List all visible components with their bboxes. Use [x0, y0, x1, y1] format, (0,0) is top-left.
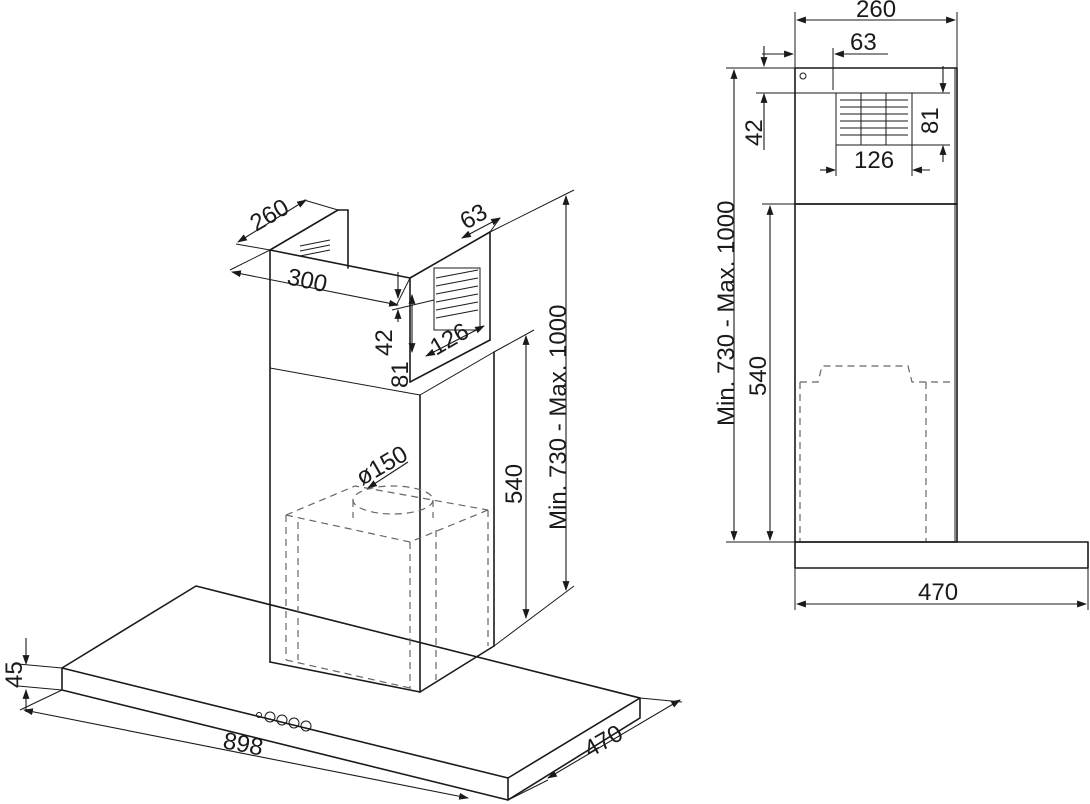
vent-slots-front	[433, 267, 481, 331]
iso-label-470: 470	[580, 720, 628, 763]
iso-label-diameter: ø150	[352, 440, 413, 491]
side-label-126: 126	[854, 147, 894, 174]
canopy	[61, 585, 641, 801]
side-dimension-470: 470	[794, 568, 1089, 610]
side-upper-chimney	[794, 67, 958, 205]
side-lower-chimney	[794, 203, 958, 543]
side-label-81: 81	[917, 107, 944, 134]
iso-dimension-42: 42	[371, 272, 435, 356]
side-dimension-126: 126	[820, 145, 930, 176]
iso-dimension-540: 540	[493, 329, 535, 619]
iso-label-45: 45	[1, 661, 28, 688]
iso-label-range: Min. 730 - Max. 1000	[545, 305, 572, 530]
side-dimension-540: 540	[745, 203, 795, 541]
vent-slots-back	[299, 239, 331, 257]
iso-label-63: 63	[456, 198, 493, 235]
iso-label-81: 81	[387, 361, 414, 388]
iso-dimension-81: 81	[387, 294, 416, 388]
side-label-260: 260	[856, 0, 896, 23]
side-dimension-42: 42	[741, 46, 836, 150]
iso-dimension-300: 300	[229, 249, 411, 307]
iso-label-540: 540	[501, 464, 528, 504]
iso-label-300: 300	[285, 263, 330, 298]
side-label-63: 63	[850, 29, 877, 56]
side-dimension-range: Min. 730 - Max. 1000	[713, 67, 795, 543]
motor-housing-hidden	[285, 485, 489, 690]
iso-dimension-45: 45	[1, 638, 63, 712]
side-label-470: 470	[918, 579, 958, 606]
side-dimension-260: 260	[794, 0, 958, 68]
iso-label-898: 898	[221, 727, 265, 761]
iso-dimension-898: 898	[19, 689, 469, 800]
side-motor-hidden	[799, 365, 955, 542]
isometric-view: 260 300 63 42 81 126 ø150	[1, 189, 683, 801]
iso-dimension-range: Min. 730 - Max. 1000	[489, 189, 575, 647]
iso-label-42: 42	[371, 329, 398, 356]
side-label-42: 42	[741, 119, 768, 146]
side-view: 260 63 42 81 126	[713, 0, 1089, 610]
side-label-range: Min. 730 - Max. 1000	[713, 201, 740, 426]
side-canopy	[794, 541, 1089, 569]
side-label-540: 540	[745, 356, 772, 396]
side-vent-slots	[835, 92, 913, 146]
iso-dimension-63: 63	[456, 198, 501, 239]
iso-dimension-diameter: ø150	[352, 440, 413, 491]
side-dimension-63: 63	[762, 29, 888, 68]
chimney-lower	[269, 249, 495, 693]
side-dimension-81: 81	[912, 66, 950, 162]
iso-label-126: 126	[426, 318, 474, 361]
iso-label-260: 260	[246, 194, 294, 237]
